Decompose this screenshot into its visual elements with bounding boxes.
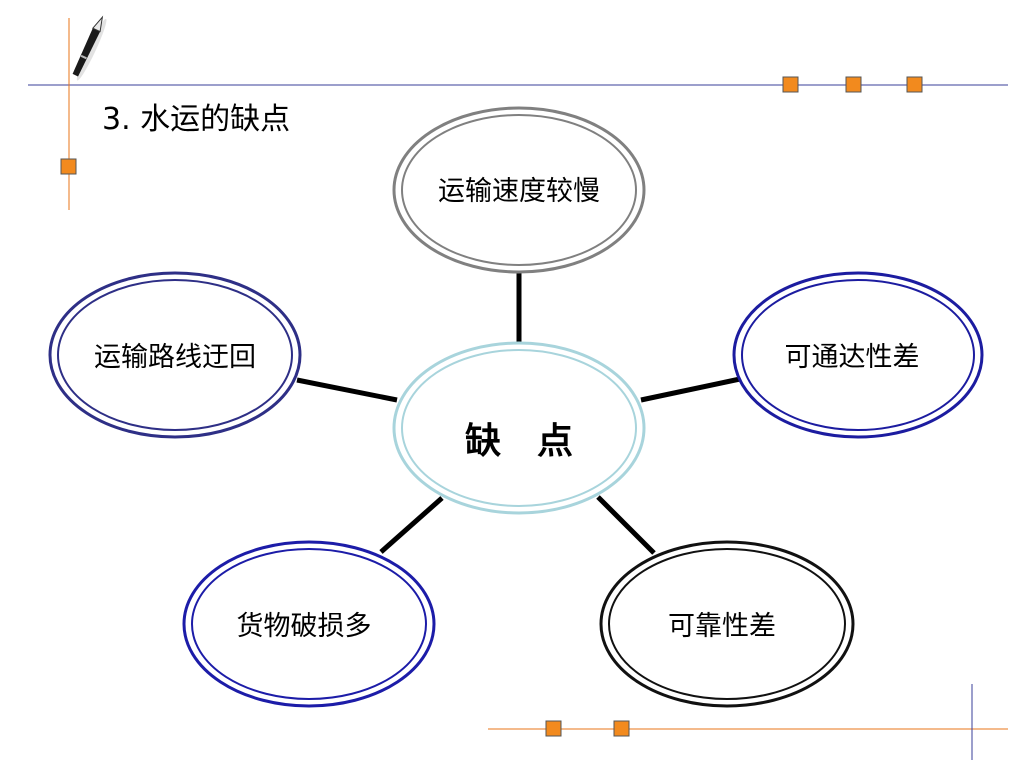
node-bottom-right-label: 可靠性差	[668, 611, 776, 642]
center-label: 缺 点	[465, 421, 573, 462]
node-top-label: 运输速度较慢	[438, 176, 600, 207]
decor-square	[545, 720, 562, 737]
node-top: 运输速度较慢	[392, 106, 646, 274]
node-left: 运输路线迂回	[48, 271, 302, 439]
decor-square	[845, 76, 862, 93]
node-bottom-left-label: 货物破损多	[237, 611, 372, 642]
node-right: 可通达性差	[732, 271, 984, 439]
node-left-label: 运输路线迂回	[94, 342, 256, 373]
node-bottom-right: 可靠性差	[599, 540, 855, 708]
decor-square	[782, 76, 799, 93]
connector-right	[640, 376, 741, 403]
node-center: 缺 点	[392, 341, 646, 515]
connector-left	[296, 377, 398, 403]
decor-square	[906, 76, 923, 93]
node-right-label: 可通达性差	[785, 342, 920, 373]
decor-square	[613, 720, 630, 737]
decor-square	[60, 158, 77, 175]
node-bottom-left: 货物破损多	[182, 540, 436, 708]
connector-bottom-right	[596, 495, 656, 555]
slide-title: 3. 水运的缺点	[102, 102, 290, 137]
fountain-pen-icon	[72, 15, 107, 81]
connector-bottom-left	[379, 496, 444, 554]
